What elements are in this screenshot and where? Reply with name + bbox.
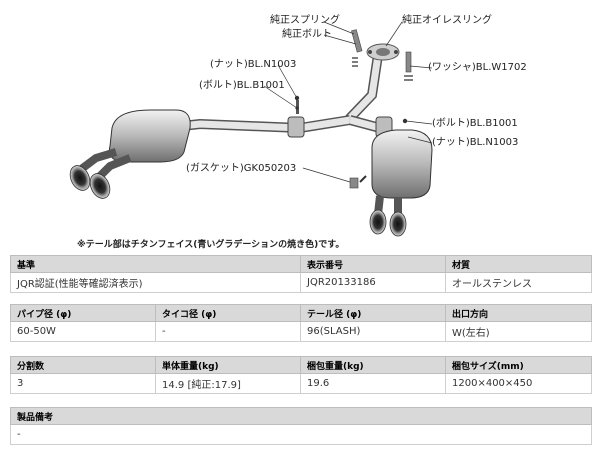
spec-value-cell: 3 <box>10 373 156 394</box>
spec-value-row: - <box>9 424 593 445</box>
spec-header-row: 基準 表示番号 材質 <box>9 255 593 273</box>
spec-table-remarks: 製品備考 - <box>9 407 593 445</box>
spec-value-cell: 60-50W <box>10 321 156 342</box>
spring-bolt-right <box>404 51 413 81</box>
right-muffler <box>359 129 433 216</box>
spec-header-cell: テール径 (φ) <box>300 304 446 322</box>
spec-header-cell: パイプ径 (φ) <box>10 304 156 322</box>
spec-value-cell: 19.6 <box>300 373 446 394</box>
spec-value-cell: オールステンレス <box>445 272 593 293</box>
left-tail-tips <box>69 165 111 199</box>
spec-table-standard: 基準 表示番号 材質 JQR認証(性能等確認済表示) JQR20133186 オ… <box>9 255 593 293</box>
label-washer: (ワッシャ)BL.W1702 <box>428 62 527 73</box>
spec-value-row: JQR認証(性能等確認済表示) JQR20133186 オールステンレス <box>9 272 593 293</box>
spec-header-cell: 梱包サイズ(mm) <box>445 356 592 374</box>
exhaust-diagram <box>69 21 433 237</box>
spec-value-cell: W(左右) <box>445 321 592 342</box>
left-muffler <box>77 109 191 181</box>
spec-value-cell: JQR20133186 <box>300 272 447 293</box>
spec-header-cell: 基準 <box>9 255 302 273</box>
spec-header-row: 分割数 単体重量(kg) 梱包重量(kg) 梱包サイズ(mm) <box>10 356 592 374</box>
spec-header-row: 製品備考 <box>9 407 593 425</box>
left-clamp <box>287 95 305 138</box>
spec-table-dimensions: パイプ径 (φ) タイコ径 (φ) テール径 (φ) 出口方向 60-50W -… <box>10 304 592 342</box>
spec-value-cell: - <box>155 321 301 342</box>
label-gasket: (ガスケット)GK050203 <box>186 163 297 174</box>
label-genuine-oil-ring: 純正オイレスリング <box>402 15 492 26</box>
spec-value-cell: 96(SLASH) <box>300 321 446 342</box>
spec-header-cell: タイコ径 (φ) <box>155 304 301 322</box>
gasket-bracket <box>349 177 359 189</box>
spec-value-cell: 14.9 [純正:17.9] <box>155 373 301 394</box>
spec-value-row: 60-50W - 96(SLASH) W(左右) <box>10 321 592 342</box>
spec-header-cell: 製品備考 <box>9 407 593 425</box>
spec-header-cell: 梱包重量(kg) <box>300 356 446 374</box>
label-bolt-right: (ボルト)BL.B1001 <box>432 118 518 129</box>
leader-lines <box>263 21 433 183</box>
spec-header-cell: 出口方向 <box>445 304 592 322</box>
label-genuine-bolt: 純正ボルト <box>282 29 332 40</box>
spec-value-cell: JQR認証(性能等確認済表示) <box>9 272 302 293</box>
spec-header-cell: 材質 <box>445 255 593 273</box>
spec-table-weight: 分割数 単体重量(kg) 梱包重量(kg) 梱包サイズ(mm) 3 14.9 [… <box>10 356 592 394</box>
front-pipe <box>345 50 383 123</box>
right-tail-tips <box>369 209 407 237</box>
spec-header-cell: 単体重量(kg) <box>155 356 301 374</box>
label-bolt-left: (ボルト)BL.B1001 <box>199 80 285 91</box>
label-nut-right: (ナット)BL.N1003 <box>432 137 519 148</box>
label-genuine-spring: 純正スプリング <box>270 15 340 26</box>
label-nut-left: (ナット)BL.N1003 <box>210 59 297 70</box>
spec-value-row: 3 14.9 [純正:17.9] 19.6 1200×400×450 <box>10 373 592 394</box>
spec-value-cell: 1200×400×450 <box>445 373 592 394</box>
tail-note: ※テール部はチタンフェイス(青いグラデーションの焼き色)です。 <box>77 240 345 250</box>
spec-header-cell: 分割数 <box>10 356 156 374</box>
left-branch-pipe <box>181 115 351 134</box>
spec-header-row: パイプ径 (φ) タイコ径 (φ) テール径 (φ) 出口方向 <box>10 304 592 322</box>
spec-header-cell: 表示番号 <box>300 255 447 273</box>
top-flange <box>366 43 400 61</box>
spec-value-cell: - <box>9 424 593 445</box>
spring-bolt-left <box>351 29 363 67</box>
